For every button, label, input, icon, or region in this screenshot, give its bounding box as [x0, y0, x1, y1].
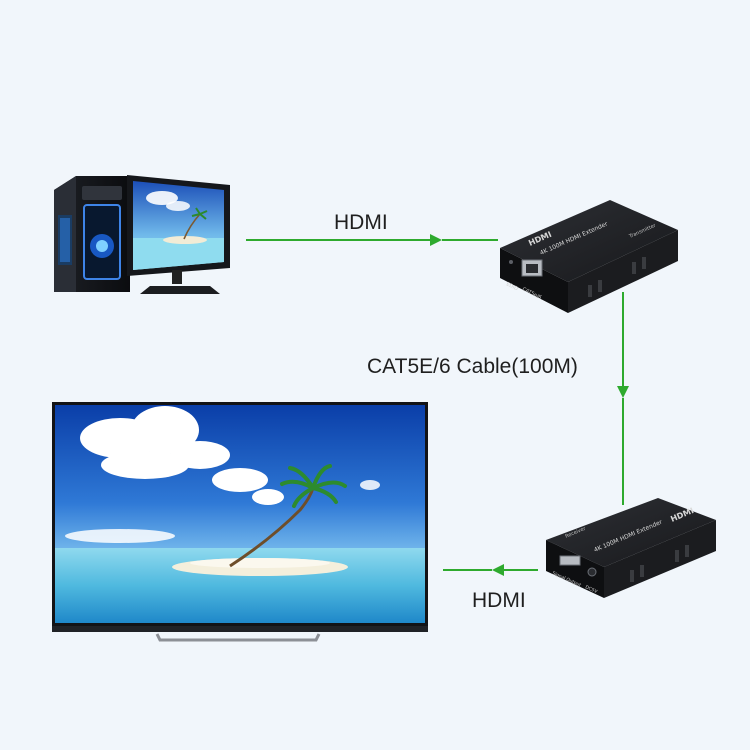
- receiver-port-label-1: DC5V: [584, 584, 599, 595]
- lcd-tv-icon: [52, 402, 428, 642]
- desktop-pc-icon: [54, 175, 230, 294]
- cat-cable-label: CAT5E/6 Cable(100M): [367, 355, 578, 378]
- receiver-extender-box: HDMI 4K 100M HDMI Extender Receiver Sign…: [546, 498, 716, 598]
- dc-power-jack-icon: [587, 567, 597, 577]
- transmitter-port-label-0: EDID: [505, 281, 519, 292]
- hdmi-input-label: HDMI: [334, 211, 388, 234]
- pc-monitor: [127, 175, 230, 294]
- hdmi-output-label: HDMI: [472, 589, 526, 612]
- edid-switch-icon: [509, 260, 513, 264]
- hdmi-port-icon: [559, 555, 581, 566]
- pc-tower: [54, 176, 130, 292]
- transmitter-extender-box: HDMI 4K 100M HDMI Extender Transmitter E…: [500, 200, 678, 313]
- cat-cable-arrow: [617, 292, 629, 505]
- hdmi-input-arrow: [246, 234, 498, 246]
- hdmi-output-arrow: [443, 564, 538, 576]
